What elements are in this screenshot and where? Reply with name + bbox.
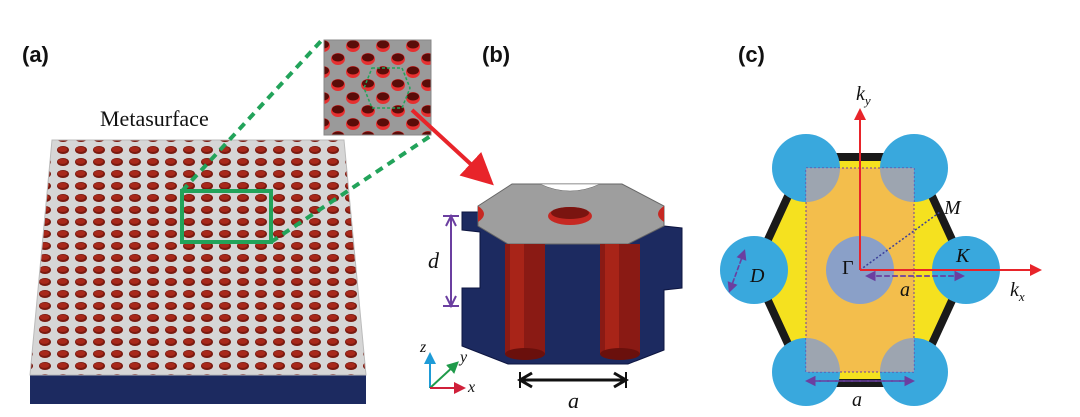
panel-c-brillouin-zone	[720, 108, 1042, 406]
axis-x-label: x	[467, 379, 475, 396]
kx-label: kx	[1010, 279, 1025, 304]
k-point-label: K	[955, 245, 971, 267]
ky-base: k	[856, 83, 866, 105]
period-label-bottom: a	[852, 389, 862, 411]
period-label-inner: a	[900, 279, 910, 301]
substrate-front	[30, 375, 366, 404]
zoom-line-bottom	[269, 133, 434, 244]
zoom-line-top	[180, 38, 324, 193]
ky-sub: y	[863, 93, 871, 108]
gamma-to-m-line	[859, 211, 941, 271]
zoom-arrow	[410, 108, 494, 186]
panel-b-unit-cell	[424, 183, 683, 394]
gamma-label: Γ	[842, 257, 854, 279]
zoom-selection-box	[180, 189, 273, 244]
zoom-inset	[323, 39, 494, 186]
diameter-label: D	[749, 265, 765, 287]
axis-z-label: z	[419, 339, 427, 356]
axis-y-label: y	[458, 349, 468, 366]
panel-a-label: (a)	[22, 42, 49, 67]
metasurface-top	[29, 139, 367, 376]
kx-sub: x	[1018, 289, 1025, 304]
panel-c-label: (c)	[738, 42, 765, 67]
thickness-label: d	[428, 248, 440, 273]
coordinate-axes	[424, 352, 466, 394]
kx-base: k	[1010, 279, 1020, 301]
panel-a-metasurface	[29, 38, 434, 404]
ky-label: ky	[856, 83, 871, 108]
metasurface-caption: Metasurface	[100, 106, 209, 131]
period-label-b: a	[568, 388, 579, 413]
m-point-label: M	[943, 197, 962, 219]
panel-b-label: (b)	[482, 42, 510, 67]
